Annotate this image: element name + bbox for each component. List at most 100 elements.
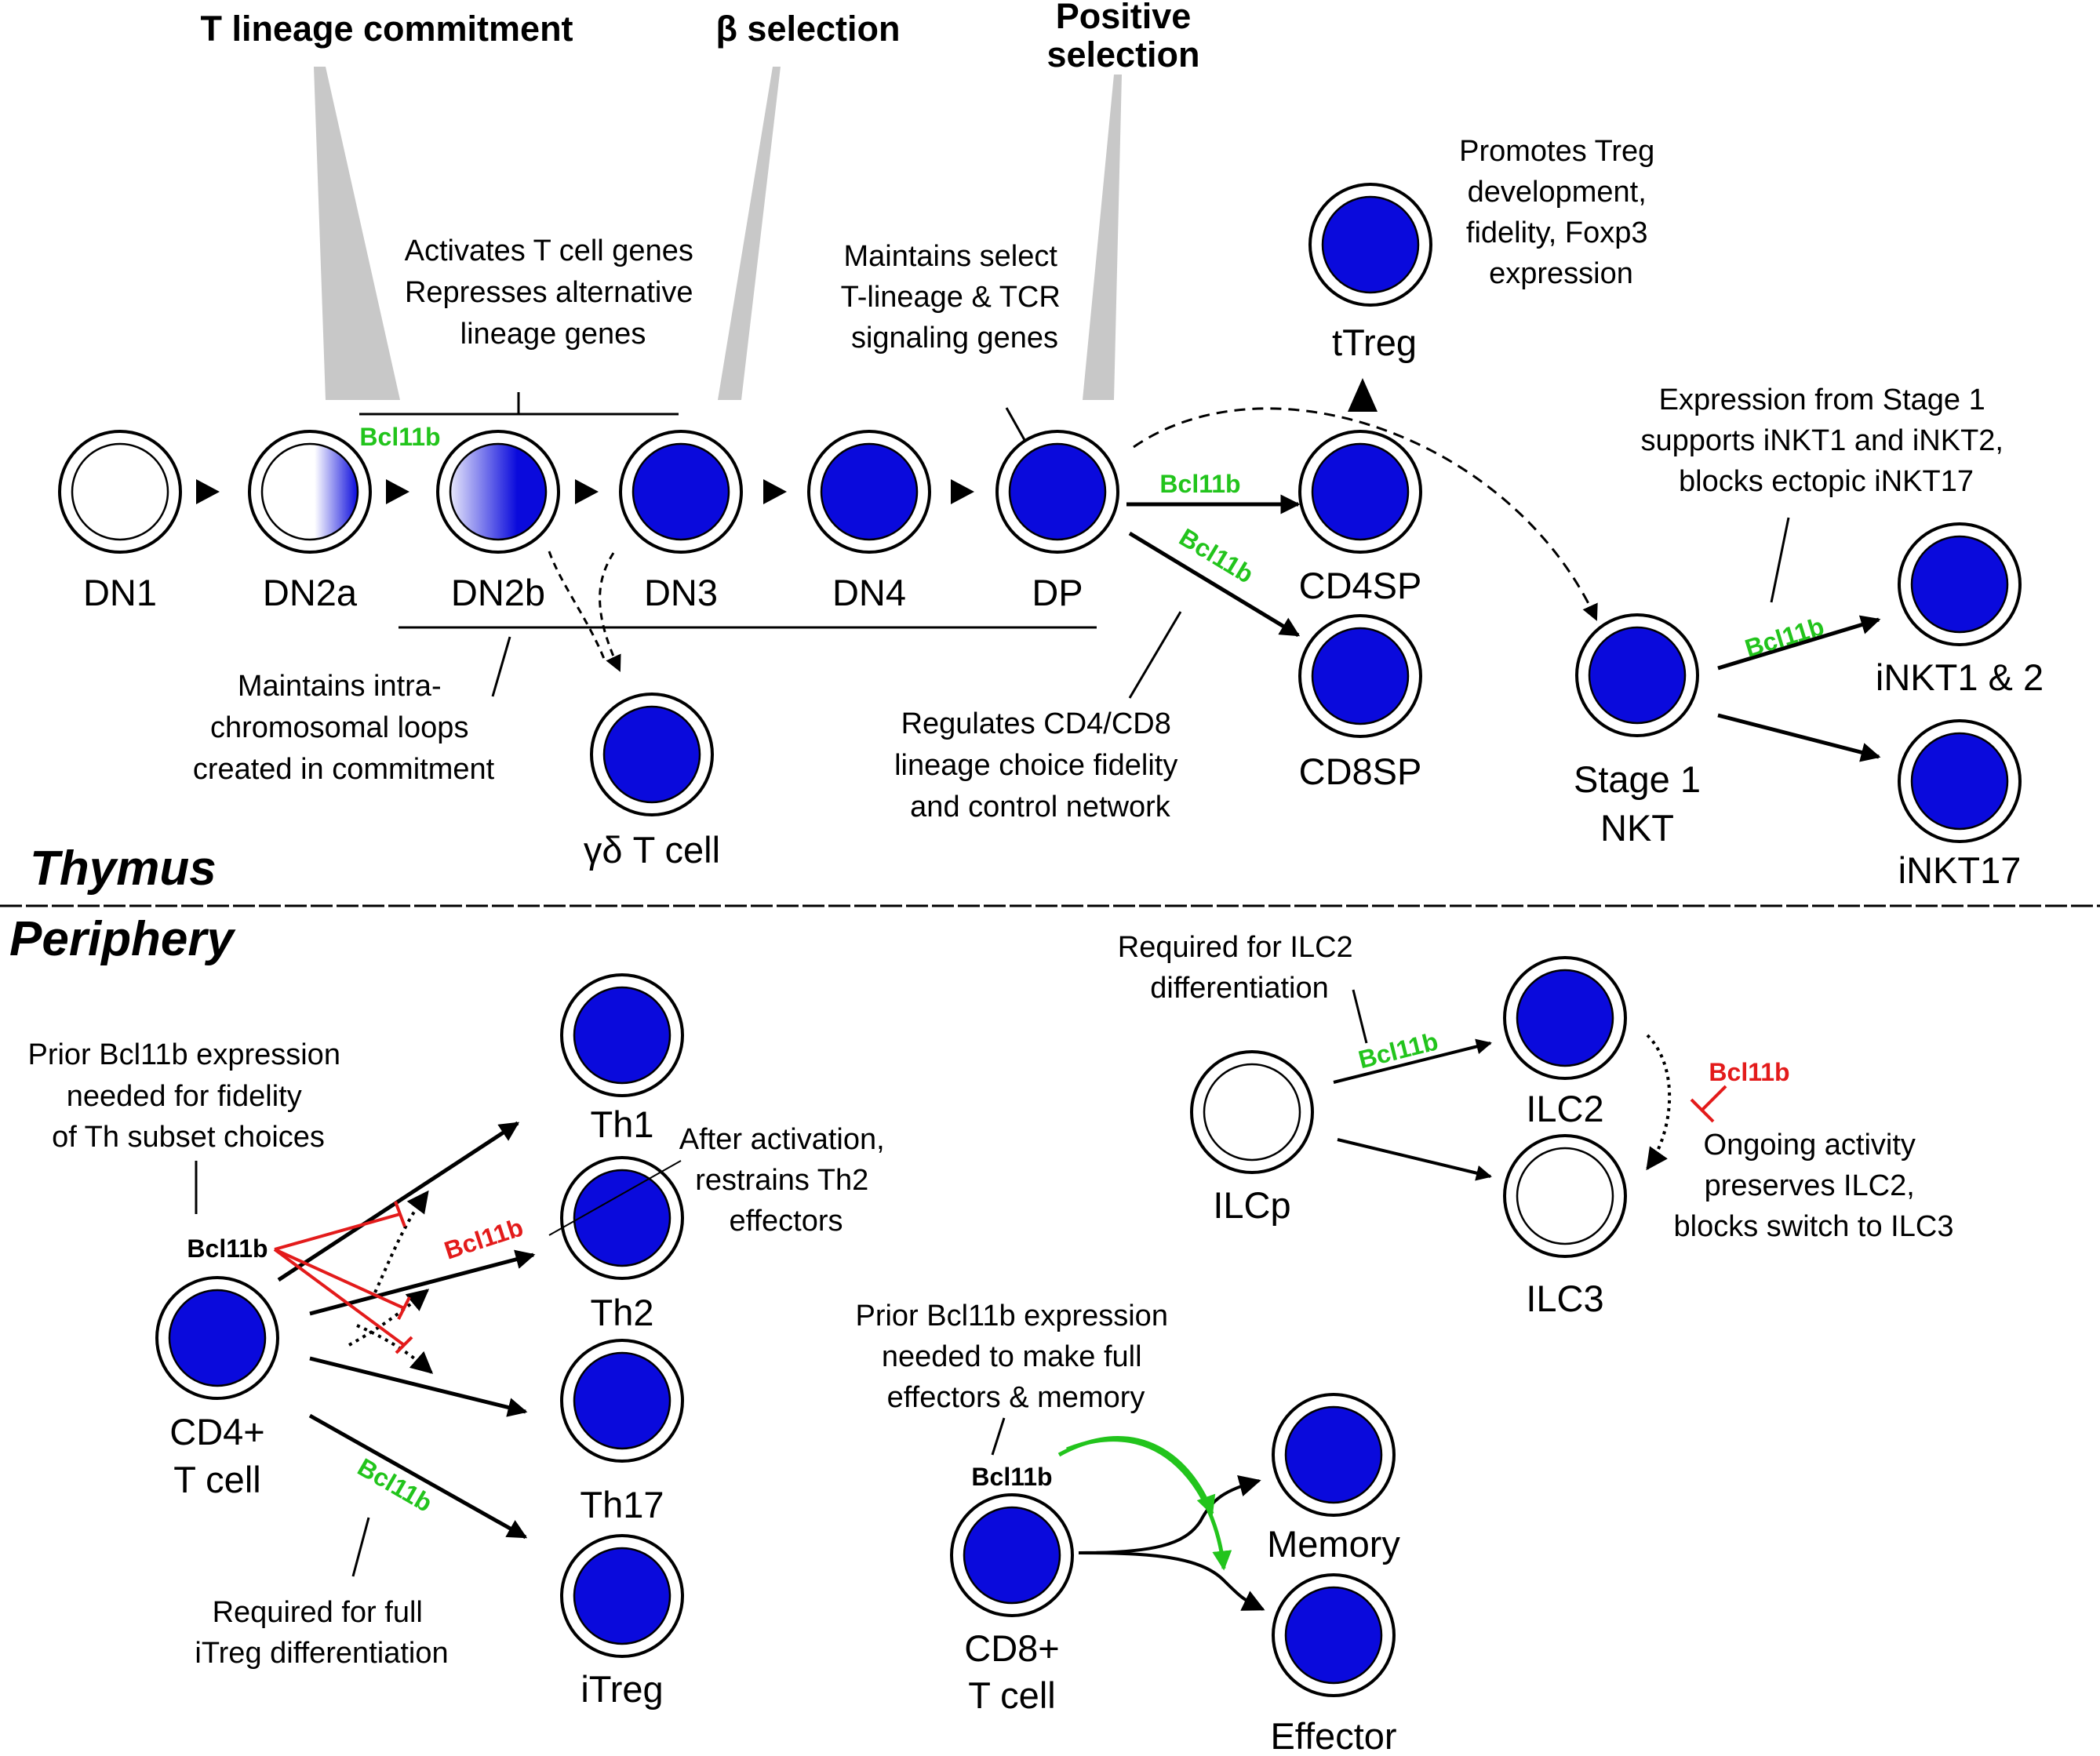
cd8-to-memory-arrow	[1078, 1474, 1261, 1554]
cell-cd8-t	[950, 1493, 1074, 1617]
th-switch-dotted-arrow-3	[356, 1324, 434, 1374]
nkt-annotation: Expression from Stage 1 supports iNKT1 a…	[1640, 384, 2011, 498]
th-switch-dotted-arrow-1	[373, 1190, 429, 1293]
nkt-pointer	[1770, 517, 1790, 603]
dn2b-label: DN2b	[451, 572, 545, 613]
bcl11b-th2-label: Bcl11b	[441, 1212, 526, 1264]
itreg-annotation: Required for full iTreg differentiation	[195, 1596, 448, 1670]
cd4-to-th1-arrow	[277, 1121, 520, 1282]
checkpoint-wedges	[314, 67, 1122, 400]
loops-pointer	[491, 636, 511, 697]
th2-restrain-annotation: After activation, restrains Th2 effector…	[679, 1123, 893, 1238]
cd4cd8-pointer	[1128, 611, 1182, 699]
ilcp-to-ilc2-arrow	[1333, 1038, 1492, 1084]
itreg-label: iTreg	[581, 1668, 663, 1710]
positive-selection-wedge	[1083, 75, 1122, 400]
cell-dn2a	[248, 430, 372, 554]
ilc2-req-pointer	[1352, 989, 1368, 1044]
cell-memory	[1272, 1393, 1396, 1517]
cell-cd4-t	[155, 1276, 279, 1400]
effector-label: Effector	[1270, 1715, 1396, 1756]
ilc2-to-ilc3-dotted-arrow	[1646, 1034, 1672, 1171]
cell-inkt12	[1898, 522, 2022, 646]
itreg-pointer	[351, 1517, 370, 1577]
stage1-label: Stage 1	[1574, 758, 1701, 800]
cell-cd8sp	[1298, 614, 1422, 738]
memory-label: Memory	[1267, 1523, 1400, 1565]
inkt12-label: iNKT1 & 2	[1876, 656, 2044, 698]
positive-selection-label-2: selection	[1046, 35, 1199, 75]
th1-label: Th1	[591, 1103, 654, 1145]
cell-dn1	[58, 430, 182, 554]
dn2a-label: DN2a	[263, 572, 358, 613]
bcl11b-cd8-label: Bcl11b	[971, 1463, 1052, 1491]
bcl11b-effector-green-arrow	[1066, 1438, 1232, 1571]
periphery-label: Periphery	[9, 912, 237, 966]
ttreg-label: tTreg	[1332, 322, 1417, 363]
cell-gd	[590, 693, 714, 816]
cell-dp	[995, 430, 1119, 554]
cd4-to-th2-arrow	[309, 1249, 536, 1316]
cell-th1	[560, 973, 684, 1097]
th2-restrain-pointer	[548, 1160, 682, 1236]
nkt-label: NKT	[1600, 807, 1674, 849]
progression-arrows	[196, 479, 974, 504]
bcl11b-ilc-repression	[1690, 1085, 1727, 1123]
th17-label: Th17	[580, 1484, 664, 1525]
bcl11b-cd4sp-label: Bcl11b	[1159, 470, 1240, 498]
cell-inkt17	[1898, 719, 2022, 843]
dp-maintains-annotation: Maintains select T-lineage & TCR signali…	[841, 240, 1069, 354]
cd4-t-label-1: CD4+	[169, 1411, 264, 1452]
cd8sp-label: CD8SP	[1299, 751, 1422, 792]
nkt-to-inkt12-arrow	[1717, 615, 1881, 671]
cd4sp-label: CD4SP	[1299, 565, 1422, 606]
cd8-t-label-2: T cell	[968, 1674, 1055, 1716]
nkt-to-inkt17-arrow	[1717, 713, 1881, 762]
bcl11b-th-repression	[273, 1201, 413, 1354]
cd4-t-label-2: T cell	[173, 1459, 260, 1500]
cd4-to-th17-arrow	[309, 1356, 528, 1417]
th-fidelity-annotation: Prior Bcl11b expression needed for fidel…	[27, 1038, 348, 1154]
dp-to-nkt-dashed-arrow	[1133, 407, 1598, 621]
beta-selection-wedge	[718, 67, 781, 400]
cell-dn4	[807, 430, 931, 554]
bcl11b-dn2-label: Bcl11b	[359, 423, 440, 451]
cell-cd4sp	[1298, 430, 1422, 554]
cell-dn3	[619, 430, 743, 554]
dn2b-to-gd-arrow	[548, 551, 606, 660]
ilc2-req-annotation: Required for ILC2 differentiation	[1118, 931, 1362, 1005]
dp-to-cd8sp-arrow	[1128, 531, 1301, 638]
ilcp-label: ILCp	[1213, 1184, 1290, 1226]
ilc3-label: ILC3	[1526, 1278, 1603, 1319]
ilcp-to-ilc3-arrow	[1337, 1138, 1492, 1181]
t-lineage-commitment-label: T lineage commitment	[200, 9, 573, 49]
cd8-memory-pointer	[991, 1417, 1006, 1456]
beta-selection-label: β selection	[715, 9, 900, 49]
ilc2-label: ILC2	[1526, 1088, 1603, 1129]
ilc-ongoing-annotation: Ongoing activity preserves ILC2, blocks …	[1674, 1129, 1954, 1243]
cell-itreg	[560, 1534, 684, 1658]
dp-maintains-pointer	[1005, 407, 1029, 446]
positive-selection-label-1: Positive	[1056, 0, 1192, 36]
cell-dn2b	[436, 430, 560, 554]
cell-ttreg	[1308, 183, 1432, 307]
cd8-memory-annotation: Prior Bcl11b expression needed to make f…	[855, 1300, 1176, 1414]
cell-ilcp	[1190, 1050, 1314, 1174]
treg-annotation: Promotes Treg development, fidelity, Fox…	[1459, 135, 1663, 290]
cd4-to-itreg-arrow	[308, 1413, 528, 1540]
t-lineage-wedge	[314, 67, 400, 400]
dp-label: DP	[1032, 572, 1083, 613]
cd4sp-to-ttreg-arrow	[1348, 378, 1378, 412]
thymus-label: Thymus	[30, 842, 217, 896]
dn3-label: DN3	[644, 572, 718, 613]
cd4cd8-annotation: Regulates CD4/CD8 lineage choice fidelit…	[894, 707, 1186, 823]
dn1-label: DN1	[83, 572, 157, 613]
inkt17-label: iNKT17	[1898, 849, 2022, 891]
cell-ilc3	[1503, 1134, 1627, 1258]
th2-label: Th2	[591, 1292, 654, 1333]
cell-ilc2	[1503, 956, 1627, 1080]
cell-stage1-nkt	[1575, 613, 1699, 737]
bcl11b-cd8sp-label: Bcl11b	[1174, 523, 1258, 589]
commitment-annotation: Activates T cell genes Represses alterna…	[405, 234, 702, 351]
